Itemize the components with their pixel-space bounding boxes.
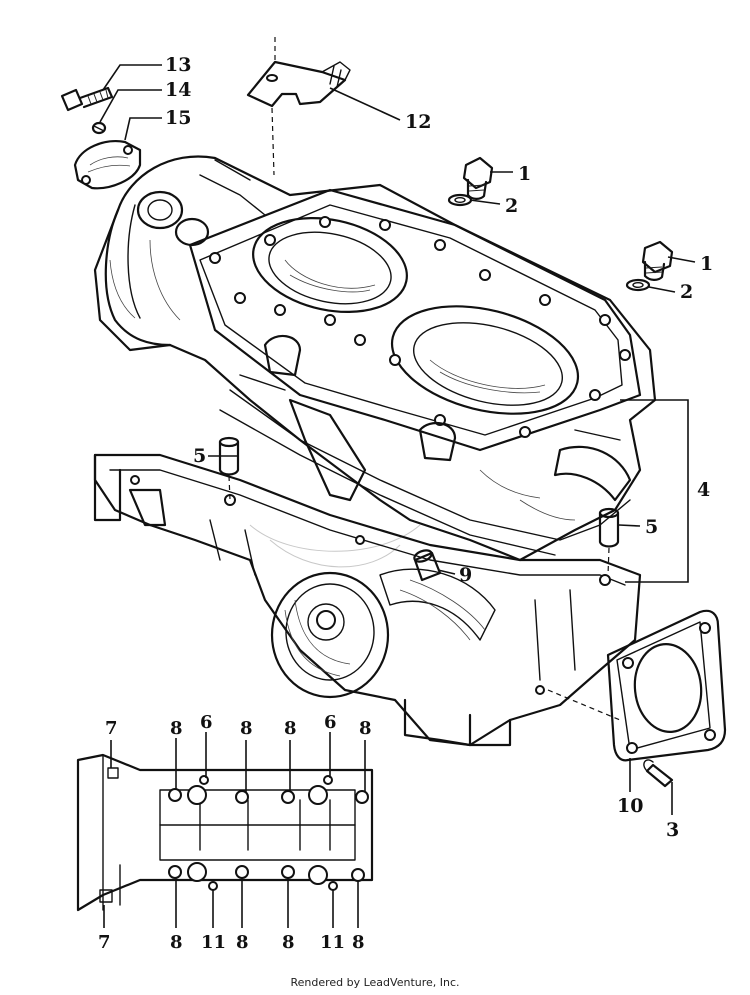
leader-lines [99, 64, 696, 928]
callout-13: 13 [165, 54, 191, 76]
callout-8-top-4: 8 [359, 718, 372, 739]
callout-4: 4 [697, 479, 710, 501]
callout-7-bottom: 7 [98, 932, 111, 953]
callout-6-right: 6 [324, 712, 337, 733]
lockwasher-14-icon [91, 121, 107, 135]
callout-2-upper: 2 [505, 195, 518, 217]
callout-15: 15 [165, 107, 191, 129]
callout-labels: 13 14 15 12 1 2 1 2 5 4 5 9 10 3 7 7 8 6… [98, 54, 713, 953]
footer-credit: Rendered by LeadVenture, Inc. [290, 976, 460, 989]
callout-10: 10 [617, 795, 643, 817]
bottom-view-inset [76, 753, 374, 912]
screw-3-icon [643, 759, 674, 788]
bolt-13-icon [60, 86, 114, 112]
callout-7-top: 7 [105, 718, 118, 739]
plug-1-lower-icon [641, 240, 674, 281]
callout-2-lower: 2 [680, 281, 693, 303]
callout-8-bottom-3: 8 [282, 932, 295, 953]
callout-8-top-3: 8 [284, 718, 297, 739]
callout-6-left: 6 [200, 712, 213, 733]
callout-1-upper: 1 [518, 163, 531, 185]
bracket-12-icon [246, 35, 351, 176]
callout-11-left: 11 [201, 932, 226, 953]
callout-1-lower: 1 [700, 253, 713, 275]
callout-8-bottom-4: 8 [352, 932, 365, 953]
callout-11-right: 11 [320, 932, 345, 953]
callout-9: 9 [459, 564, 472, 586]
plug-1-upper-icon [462, 156, 494, 200]
callout-12: 12 [405, 111, 431, 133]
intake-gasket-plate [547, 609, 727, 788]
callout-8-top-1: 8 [170, 718, 183, 739]
washer-2-lower-icon [625, 278, 651, 292]
callout-14: 14 [165, 79, 191, 101]
dowel-5-right-icon [598, 507, 620, 576]
dowel-5-left-icon [218, 436, 240, 501]
lower-crankcase [93, 453, 642, 747]
callout-3: 3 [666, 819, 679, 841]
washer-2-upper-icon [447, 193, 473, 207]
callout-8-bottom-1: 8 [170, 932, 183, 953]
cover-plate-15-icon [73, 140, 142, 190]
callout-8-top-2: 8 [240, 718, 253, 739]
bushing-9-icon [413, 549, 442, 582]
callout-5-right: 5 [645, 516, 658, 538]
callout-5-left: 5 [193, 445, 206, 467]
callout-8-bottom-2: 8 [236, 932, 249, 953]
upper-crankcase [93, 155, 657, 562]
